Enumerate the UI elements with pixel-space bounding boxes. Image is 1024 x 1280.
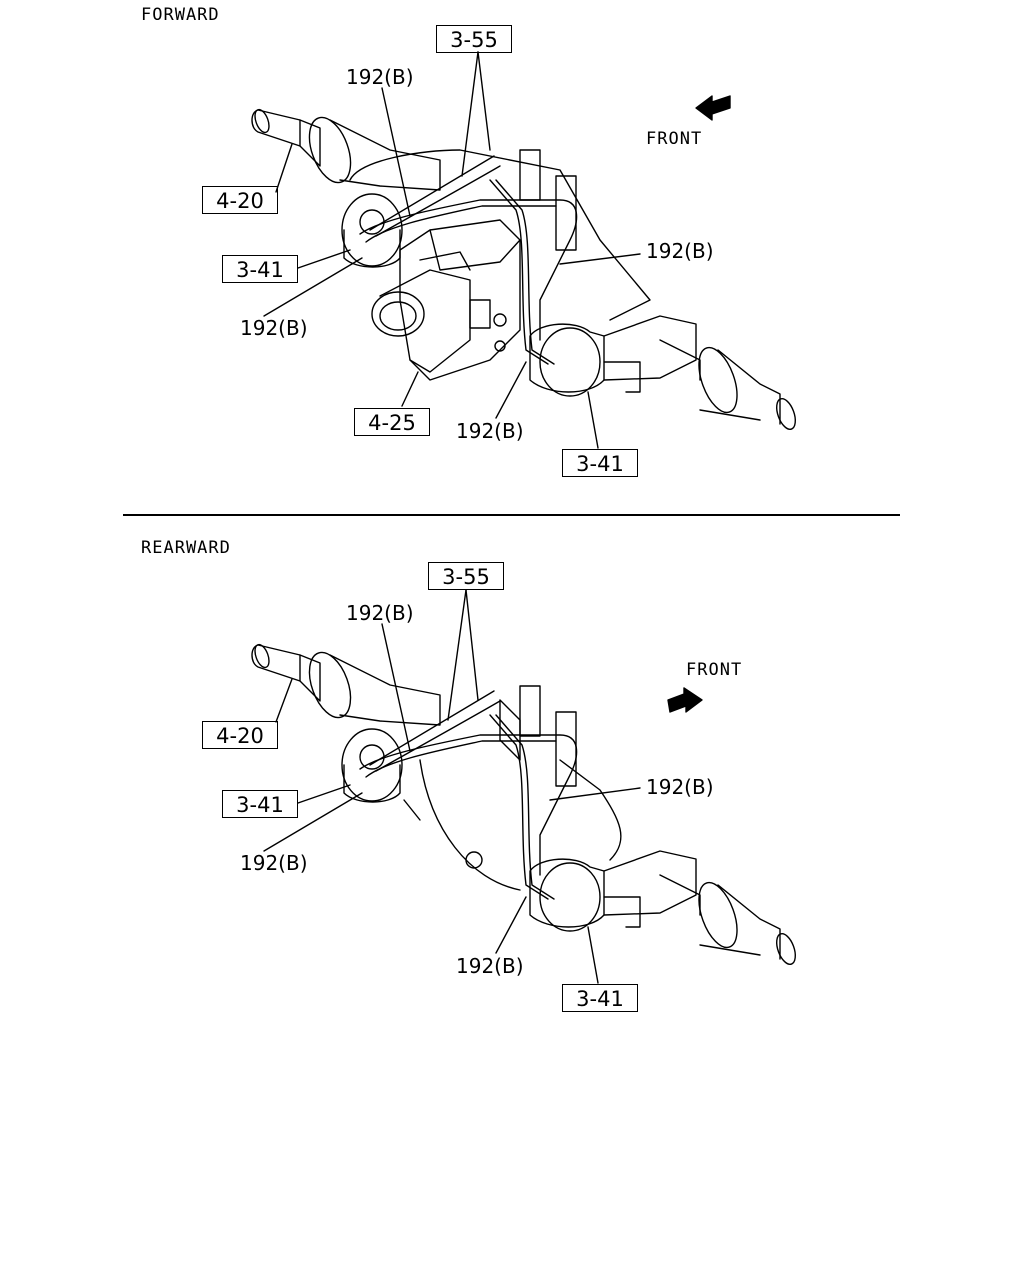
front-arrow-icon <box>695 95 731 121</box>
callout-3-55: 3-55 <box>436 25 512 53</box>
section-title-rearward: REARWARD <box>141 538 231 558</box>
callout-3-41: 3-41 <box>562 449 638 477</box>
callout-192b: 192(B) <box>456 954 524 978</box>
callout-192b: 192(B) <box>456 419 524 443</box>
callout-192b: 192(B) <box>346 601 414 625</box>
callout-4-25: 4-25 <box>354 408 430 436</box>
callout-4-20: 4-20 <box>202 186 278 214</box>
callout-3-41: 3-41 <box>222 255 298 283</box>
callout-192b: 192(B) <box>646 239 714 263</box>
callout-4-20: 4-20 <box>202 721 278 749</box>
callout-192b: 192(B) <box>346 65 414 89</box>
front-label: FRONT <box>646 129 703 149</box>
front-label: FRONT <box>686 660 743 680</box>
front-arrow-icon <box>667 687 703 713</box>
callout-192b: 192(B) <box>240 316 308 340</box>
section-title-forward: FORWARD <box>141 5 220 25</box>
callout-192b: 192(B) <box>646 775 714 799</box>
callout-192b: 192(B) <box>240 851 308 875</box>
callout-3-41: 3-41 <box>562 984 638 1012</box>
section-divider <box>123 514 900 516</box>
callout-3-41: 3-41 <box>222 790 298 818</box>
callout-3-55: 3-55 <box>428 562 504 590</box>
